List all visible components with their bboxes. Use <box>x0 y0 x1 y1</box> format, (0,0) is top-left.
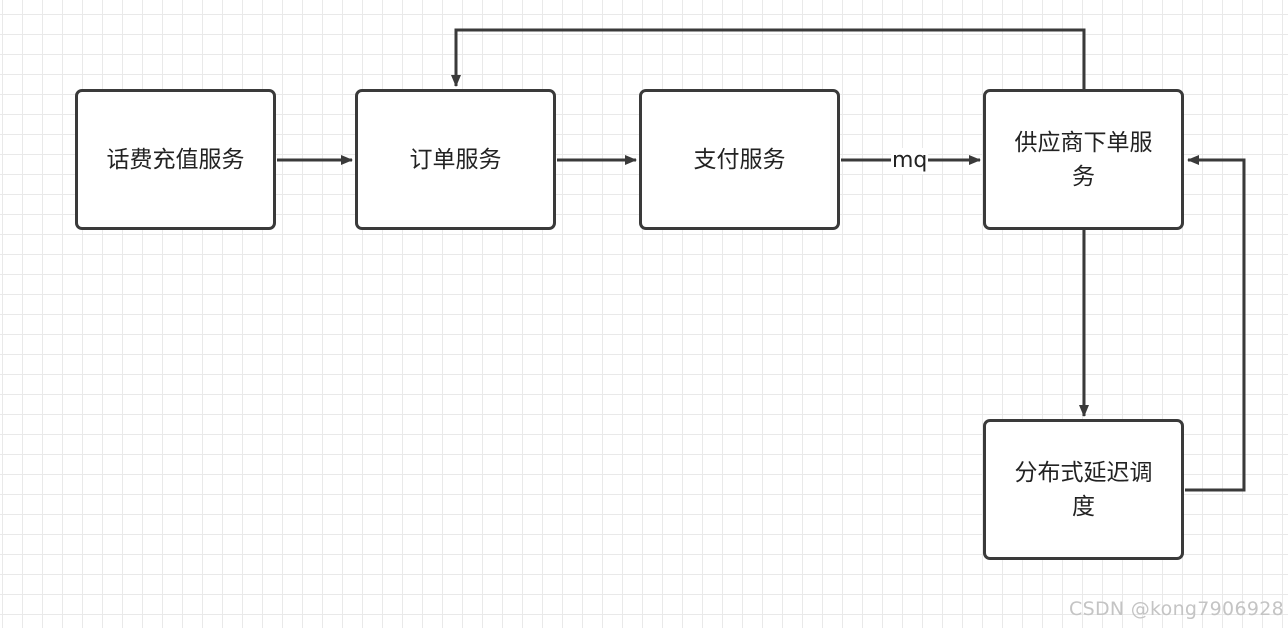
delay-scheduler-node[interactable]: 分布式延迟调度 <box>983 419 1184 560</box>
payment-service-node[interactable]: 支付服务 <box>639 89 840 230</box>
arrow-supplier-to-order <box>451 28 1086 89</box>
watermark: CSDN @kong7906928 <box>1069 598 1284 620</box>
order-service-node[interactable]: 订单服务 <box>355 89 556 230</box>
recharge-service-node[interactable]: 话费充值服务 <box>75 89 276 230</box>
arrow-scheduler-to-supplier <box>1185 155 1246 492</box>
supplier-order-service-node[interactable]: 供应商下单服务 <box>983 89 1184 230</box>
mq-edge-label: mq <box>891 148 929 174</box>
